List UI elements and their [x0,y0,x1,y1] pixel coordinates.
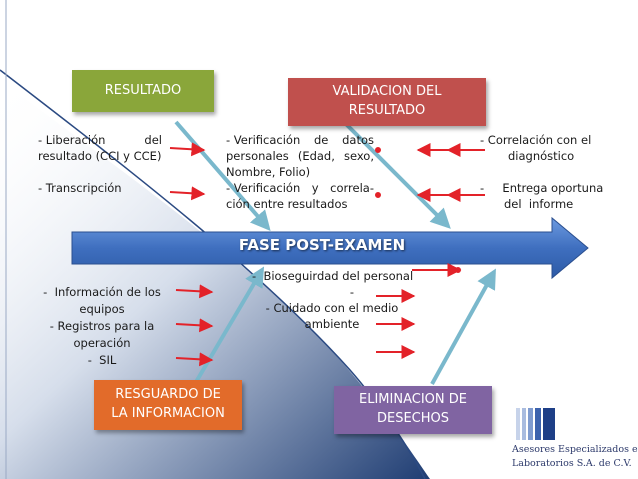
logo-bars-icon [516,408,556,440]
red-arrow [175,318,214,333]
eliminacion-line3: - Cuidado con el medio [265,301,399,315]
box-resguardo-line2: LA INFORMACION [111,406,225,421]
validacion-mid-line1: - Verificación de datos [226,133,374,147]
bone-eliminacion [430,268,496,385]
logo-line1: Asesores Especializados en [512,444,638,455]
box-resultado-label: RESULTADO [104,82,182,98]
resguardo-line2: equipos [79,302,125,316]
box-eliminacion: ELIMINACION DE DESECHOS [334,386,492,434]
red-arrow [169,142,206,157]
validacion-mid-line4: - Verificación y correla- [226,181,374,195]
validacion-mid-line2: personales (Edad, sexo, [226,149,374,163]
eliminacion-line1: - Bioseguirdad del personal [252,269,414,283]
box-resguardo: RESGUARDO DE LA INFORMACION [94,380,242,430]
box-validacion-line1: VALIDACION DEL [332,84,442,100]
resguardo-line3: - Registros para la [49,319,155,333]
validacion-mid-line3: Nombre, Folio) [226,165,311,179]
resguardo-line1: - Información de los [43,285,161,299]
validacion-right-line2: diagnóstico [508,149,575,163]
resguardo-line4: operación [73,336,131,350]
box-eliminacion-line2: DESECHOS [376,411,450,426]
validacion-right-line4: del informe [504,197,574,211]
red-arrow [175,352,214,367]
resultado-text: - Liberación del resultado (CCI y CCE) -… [38,132,162,196]
validacion-right-line1: - Correlación con el [480,133,592,147]
validacion-right-line3: - Entrega oportuna [480,181,604,195]
resultado-line3: - Transcripción [38,181,122,195]
background-curve-line [0,69,426,479]
box-eliminacion-line1: ELIMINACION DE [359,392,467,408]
resguardo-line5: - SIL [87,353,117,367]
spine-label: FASE POST-EXAMEN [238,236,406,254]
bone-validacion [342,120,451,229]
eliminacion-line2: - [349,285,355,299]
resguardo-text: - Información de los equipos - Registros… [34,284,170,369]
box-resultado: RESULTADO [72,70,214,112]
logo-line2: Laboratorios S.A. de C.V. [512,458,632,469]
eliminacion-text: - Bioseguirdad del personal - - Cuidado … [252,268,414,332]
red-arrow [175,284,214,299]
company-logo: Asesores Especializados en Laboratorios … [512,408,638,474]
validacion-right-text: - Correlación con el diagnóstico - Entre… [480,132,610,212]
validacion-mid-line5: ción entre resultados [226,197,348,211]
bone-resultado [174,120,271,232]
red-arrow [169,186,206,201]
resultado-line2: resultado (CCI y CCE) [38,149,162,163]
validacion-mid-text: - Verificación de datos personales (Edad… [226,132,374,212]
background-swoosh [0,80,430,479]
box-resguardo-line1: RESGUARDO DE [115,387,221,403]
box-validacion-line2: RESULTADO [348,103,426,118]
box-validacion: VALIDACION DEL RESULTADO [288,78,486,126]
eliminacion-line4: ambiente [304,317,360,331]
resultado-line1: - Liberación del [38,133,162,147]
